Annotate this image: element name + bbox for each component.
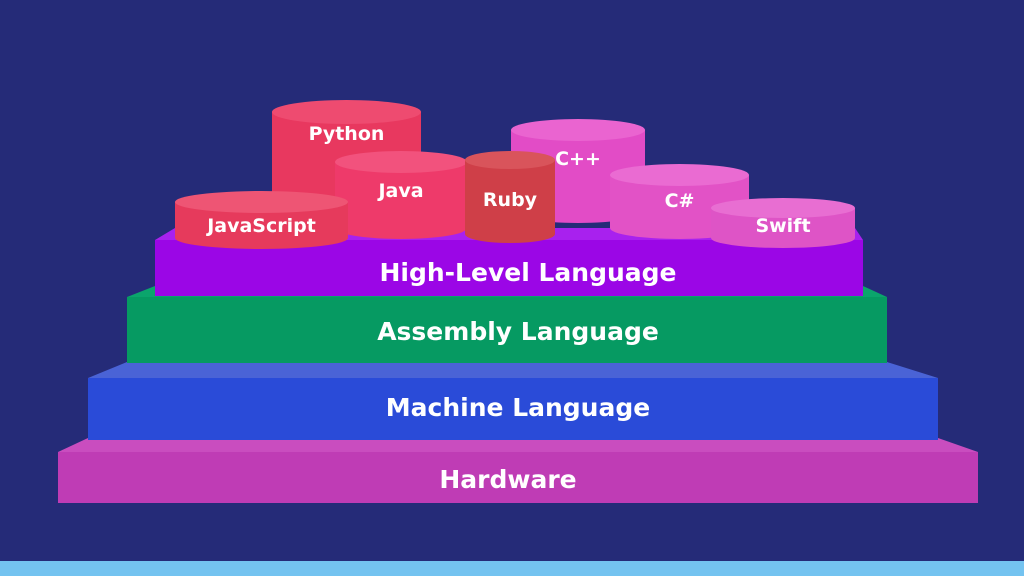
cylinder-label: C++ (555, 148, 601, 170)
cylinder-java: Java (335, 151, 467, 239)
layer-front-face (58, 452, 978, 503)
cylinder-top (610, 164, 749, 186)
cylinder-label: Swift (755, 215, 810, 237)
cylinder-swift: Swift (711, 198, 855, 248)
layer-label: High-Level Language (380, 258, 677, 287)
cylinder-label: C# (665, 190, 695, 212)
layer-top-face (58, 438, 978, 452)
cylinder-top (465, 151, 555, 169)
cylinder-top (335, 151, 467, 173)
cylinder-body (465, 160, 555, 234)
layer-label: Assembly Language (377, 317, 659, 346)
cylinder-top (272, 100, 421, 124)
cylinder-top (711, 198, 855, 218)
layer-label: Machine Language (386, 393, 650, 422)
layer-label: Hardware (439, 465, 576, 494)
layer-front-face (127, 297, 887, 363)
layer-front-face (88, 378, 938, 440)
cylinder-ruby: Ruby (465, 151, 555, 243)
cylinder-label: Python (309, 123, 385, 145)
layer-assembly-language: Assembly Language (127, 286, 887, 363)
layer-top-face (88, 362, 938, 378)
cylinder-label: JavaScript (205, 215, 316, 237)
layer-front-face (155, 240, 863, 296)
cylinder-label: Ruby (483, 189, 538, 211)
cylinder-top (511, 119, 645, 141)
layer-hardware: Hardware (58, 438, 978, 503)
cylinder-label: Java (376, 180, 423, 202)
layer-machine-language: Machine Language (88, 362, 938, 440)
cylinder-top (175, 191, 348, 213)
footer-bar (0, 561, 1024, 576)
cylinder-javascript: JavaScript (175, 191, 348, 249)
